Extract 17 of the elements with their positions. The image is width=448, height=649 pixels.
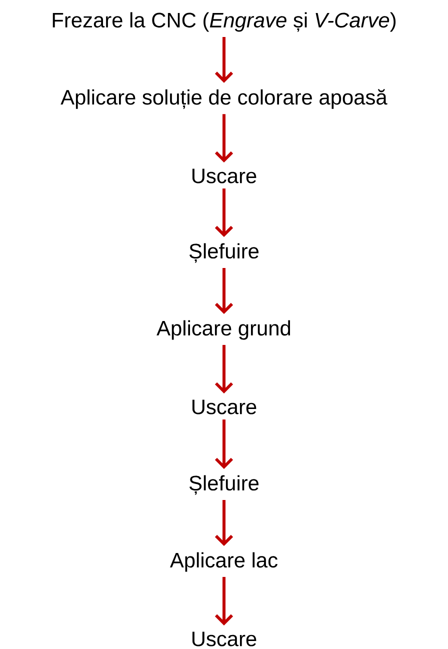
arrow — [214, 576, 234, 626]
step-text: Aplicare soluție de colorare apoasă — [60, 89, 388, 109]
step-text: Șlefuire — [189, 475, 259, 495]
arrow — [214, 114, 234, 162]
step-text: Aplicare grund — [156, 320, 290, 340]
step-text: Frezare la CNC (Engrave și V-Carve) — [52, 12, 396, 32]
step-text: Uscare — [192, 400, 256, 414]
arrow — [214, 500, 234, 546]
arrow — [214, 37, 234, 83]
step-text: Șlefuire — [189, 243, 259, 263]
step-text: Uscare — [192, 632, 256, 646]
step-text: Uscare — [192, 168, 256, 184]
step-text: Aplicare lac — [170, 552, 278, 572]
arrow — [214, 268, 234, 314]
arrow — [214, 344, 234, 394]
arrow — [214, 420, 234, 469]
arrow — [214, 188, 234, 237]
